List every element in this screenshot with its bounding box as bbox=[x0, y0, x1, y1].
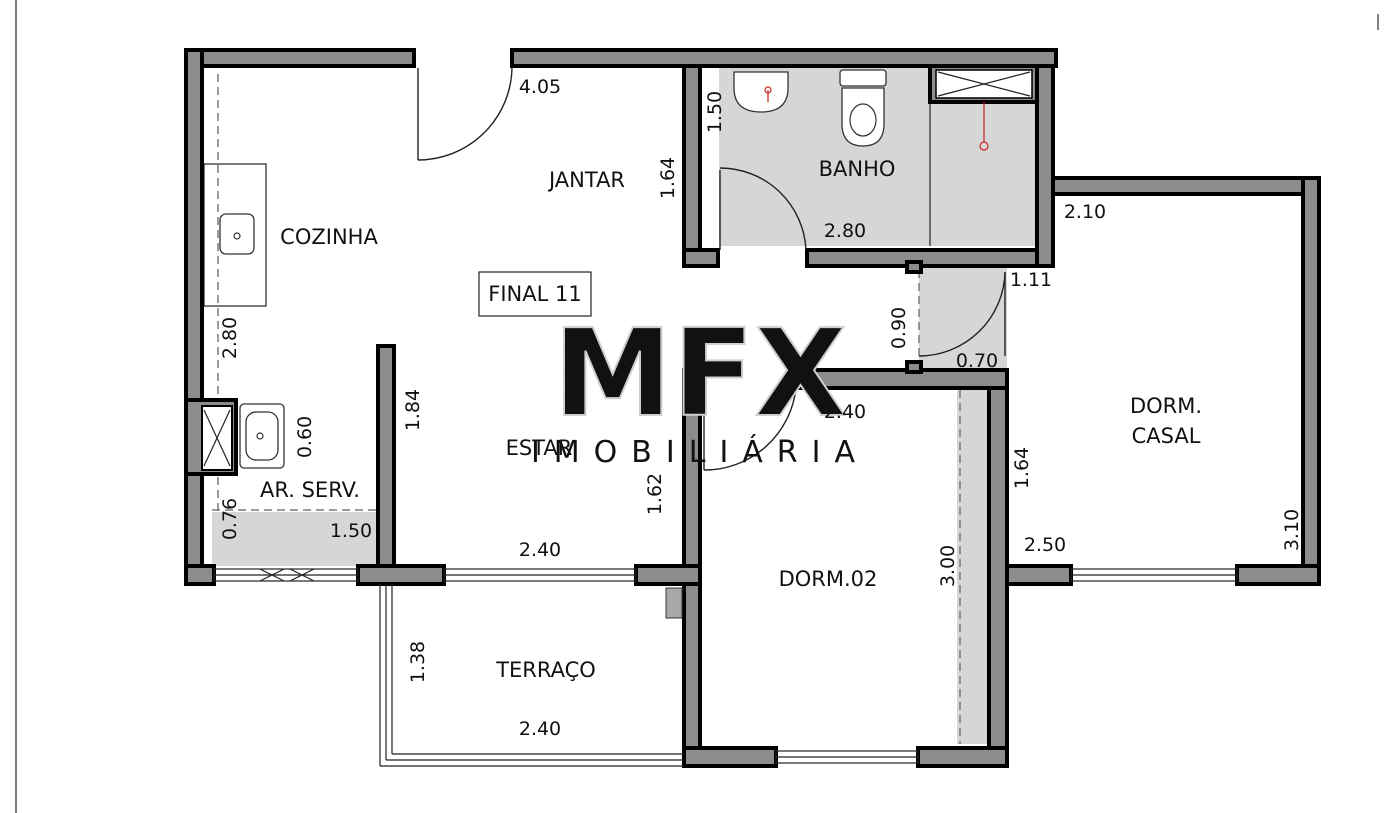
room-cozinha: COZINHA bbox=[280, 225, 378, 249]
dim-hall-door: 0.70 bbox=[956, 350, 998, 372]
room-terraco: TERRAÇO bbox=[495, 658, 596, 682]
watermark-logo: MFX bbox=[553, 305, 847, 444]
dim-casal-top: 2.10 bbox=[1064, 201, 1106, 223]
dim-casal-depth: 3.10 bbox=[1281, 509, 1303, 551]
room-banho: BANHO bbox=[819, 157, 896, 181]
walls bbox=[184, 48, 1321, 768]
watermark-subtitle: IMOBILIÁRIA bbox=[531, 434, 869, 470]
dim-estar-width: 2.40 bbox=[519, 539, 561, 561]
dim-banho-width: 2.80 bbox=[824, 220, 866, 242]
dim-serv-depth: 0.76 bbox=[219, 498, 241, 540]
room-dorm-casal-line1: DORM. bbox=[1130, 394, 1202, 418]
room-dorm-casal-line2: CASAL bbox=[1132, 424, 1201, 448]
dim-tank-width: 0.60 bbox=[294, 416, 316, 458]
dim-terraco-depth: 1.38 bbox=[407, 641, 429, 683]
room-estar: ESTAR bbox=[506, 436, 573, 460]
windows bbox=[213, 568, 1238, 764]
doors bbox=[417, 67, 1006, 471]
room-jantar: JANTAR bbox=[547, 168, 625, 192]
watermark: MFX IMOBILIÁRIA bbox=[531, 304, 869, 470]
dim-jantar-depth: 1.64 bbox=[657, 157, 679, 199]
fixtures bbox=[219, 69, 887, 469]
room-labels: FINAL 11 JANTAR COZINHA BANHO ESTAR AR. … bbox=[260, 157, 1202, 682]
shower-area bbox=[935, 69, 1033, 151]
dim-estar-depth: 1.62 bbox=[644, 473, 666, 515]
final-label-box bbox=[478, 271, 592, 317]
terrace-railing bbox=[379, 584, 684, 767]
dim-estar-partition: 1.84 bbox=[402, 389, 424, 431]
dim-hall-width: 1.11 bbox=[1010, 269, 1052, 291]
final-label: FINAL 11 bbox=[488, 282, 581, 306]
dim-hall-depth: 0.90 bbox=[888, 307, 910, 349]
dim-terraco-width: 2.40 bbox=[519, 718, 561, 740]
dim-dorm02-depth: 3.00 bbox=[937, 545, 959, 587]
room-dorm02: DORM.02 bbox=[779, 567, 878, 591]
dim-dorm02-top: 2.40 bbox=[824, 401, 866, 423]
dim-banho-depth: 1.50 bbox=[704, 91, 726, 133]
room-ar-serv: AR. SERV. bbox=[260, 478, 360, 502]
dim-cozinha-length: 2.80 bbox=[219, 317, 241, 359]
dim-jantar-width: 4.05 bbox=[519, 76, 561, 98]
dimension-labels: 4.05 1.64 1.50 2.80 2.10 1.11 0.90 0.70 … bbox=[219, 76, 1303, 740]
dim-casal-bottom: 2.50 bbox=[1024, 534, 1066, 556]
laundry-tank bbox=[201, 405, 233, 471]
dim-casal-side: 1.64 bbox=[1011, 447, 1033, 489]
dim-serv-width: 1.50 bbox=[330, 520, 372, 542]
